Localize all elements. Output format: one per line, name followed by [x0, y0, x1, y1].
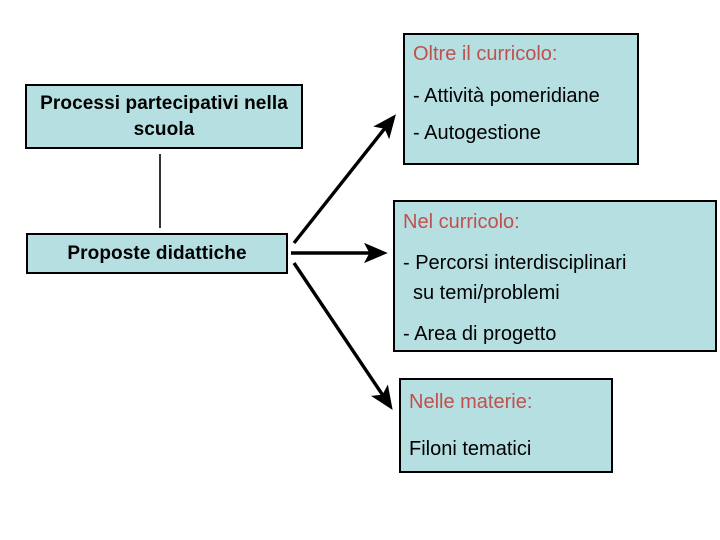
connector-proposte-to-oltre: [292, 114, 396, 245]
box-nelle-item-1: Filoni tematici: [409, 438, 532, 460]
box-nel-item-1-continuation: su temi/problemi: [413, 282, 560, 305]
connector-proposte-to-nelle: [292, 262, 393, 410]
box-nelle-materie[interactable]: Nelle materie: Filoni tematici: [399, 378, 613, 473]
box-nelle-heading: Nelle materie:: [409, 391, 533, 413]
box-oltre-heading: Oltre il curricolo:: [413, 43, 558, 65]
box-processi-label: Processi partecipativi nella scuola: [40, 93, 288, 140]
box-oltre-il-curricolo[interactable]: Oltre il curricolo: - Attività pomeridia…: [403, 33, 639, 165]
box-nel-heading: Nel curricolo:: [403, 211, 520, 233]
box-proposte-didattiche[interactable]: Proposte didattiche: [26, 233, 288, 274]
box-oltre-item-2: - Autogestione: [413, 122, 541, 145]
box-processi-partecipativi[interactable]: Processi partecipativi nella scuola: [25, 84, 303, 149]
box-oltre-item-1: - Attività pomeridiane: [413, 85, 600, 107]
box-proposte-label: Proposte didattiche: [67, 242, 247, 264]
box-nel-item-2: - Area di progetto: [403, 322, 557, 345]
box-nel-curricolo[interactable]: Nel curricolo: - Percorsi interdisciplin…: [393, 200, 717, 352]
box-nel-item-1: - Percorsi interdisciplinari: [403, 252, 627, 274]
